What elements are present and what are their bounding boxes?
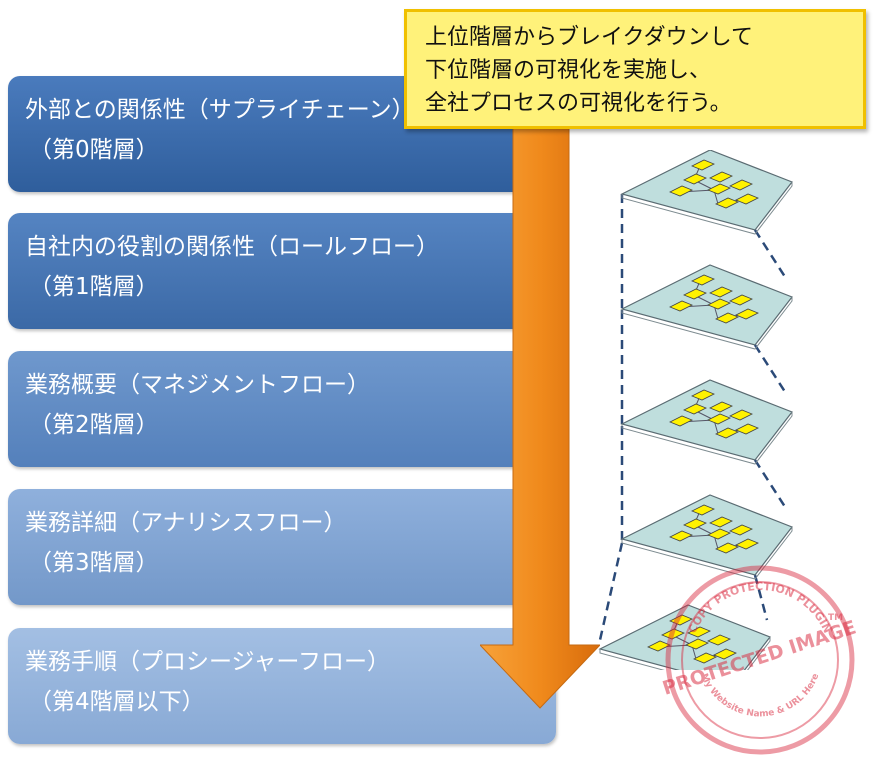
layer-edge	[621, 412, 793, 465]
process-layer	[620, 494, 793, 580]
level-4-subtitle: （第4階層以下）	[29, 689, 205, 715]
flow-node	[683, 288, 707, 300]
flow-node	[683, 518, 707, 530]
arrow-shape	[480, 60, 600, 709]
flow-node	[735, 423, 759, 435]
callout-line-3: 全社プロセスの可視化を行う。	[425, 91, 732, 116]
connector-line	[753, 574, 769, 621]
level-3-title: 業務詳細（アナリシスフロー）	[25, 510, 347, 536]
connector-line	[598, 542, 624, 641]
flow-node	[691, 504, 715, 516]
flow-node	[669, 415, 693, 427]
level-1-subtitle: （第1階層）	[29, 274, 159, 300]
layer-edge	[599, 637, 771, 670]
level-3-subtitle: （第3階層）	[29, 550, 159, 576]
flow-node	[669, 300, 693, 312]
flow-node	[735, 308, 759, 320]
layer-edge	[621, 527, 793, 580]
level-box-4: 業務手順（プロシージャーフロー） （第4階層以下）	[8, 628, 556, 744]
flow-node	[715, 427, 739, 439]
level-4-title: 業務手順（プロシージャーフロー）	[25, 649, 391, 675]
flow-node	[661, 628, 685, 640]
flow-node	[709, 401, 733, 413]
flow-node	[729, 294, 753, 306]
flow-node	[709, 286, 733, 298]
flow-node	[735, 193, 759, 205]
flow-node	[735, 538, 759, 550]
layer-edge	[621, 182, 793, 235]
flow-node	[691, 159, 715, 171]
protected-image-stamp: COPY PROTECTION PLUGIN PROTECTED IMAGE M…	[660, 565, 859, 755]
flow-node	[693, 652, 717, 664]
flow-node	[669, 185, 693, 197]
layer-stack-diagram	[598, 150, 793, 670]
stamp-arc-top-path: COPY PROTECTION PLUGIN	[686, 580, 834, 635]
flow-node	[683, 173, 707, 185]
drill-down-arrow	[480, 60, 600, 709]
callout-box: 上位階層からブレイクダウンして 下位階層の可視化を実施し、 全社プロセスの可視化…	[404, 9, 866, 129]
flow-node	[729, 409, 753, 421]
level-0-title: 外部との関係性（サプライチェーン）	[25, 97, 415, 123]
flow-node	[691, 389, 715, 401]
stamp-outer-ring	[665, 565, 855, 755]
flow-node	[707, 298, 731, 310]
connector-lines	[598, 194, 789, 641]
level-box-1: 自社内の役割の関係性（ロールフロー） （第1階層）	[8, 213, 556, 329]
flow-node	[713, 648, 737, 660]
flow-node	[669, 530, 693, 542]
process-layer	[620, 379, 793, 465]
flow-node	[715, 197, 739, 209]
process-layer	[598, 604, 771, 670]
flow-node	[709, 516, 733, 528]
flow-node	[707, 528, 731, 540]
level-2-subtitle: （第2階層）	[29, 412, 159, 438]
stamp-inner-ring	[681, 581, 839, 739]
connector-line	[753, 229, 789, 281]
flow-node	[669, 614, 693, 626]
flow-node	[687, 626, 711, 638]
level-box-3: 業務詳細（アナリシスフロー） （第3階層）	[8, 489, 556, 605]
connector-line	[753, 344, 789, 396]
callout-line-1: 上位階層からブレイクダウンして	[425, 25, 754, 50]
flow-node	[707, 413, 731, 425]
flow-node	[683, 403, 707, 415]
flow-node	[715, 312, 739, 324]
flow-node	[729, 524, 753, 536]
level-2-title: 業務概要（マネジメントフロー）	[25, 372, 370, 398]
flow-node	[729, 179, 753, 191]
stamp-tm-text: TM	[828, 613, 843, 623]
flow-node	[685, 638, 709, 650]
flow-node	[691, 274, 715, 286]
process-layer	[620, 150, 793, 235]
connector-line	[753, 459, 789, 511]
level-0-subtitle: （第0階層）	[29, 137, 159, 163]
flow-node	[709, 171, 733, 183]
flow-node	[707, 183, 731, 195]
level-1-title: 自社内の役割の関係性（ロールフロー）	[25, 234, 439, 260]
callout-line-2: 下位階層の可視化を実施し、	[425, 58, 712, 83]
flow-node	[707, 634, 731, 646]
level-box-2: 業務概要（マネジメントフロー） （第2階層）	[8, 351, 556, 467]
process-layer	[620, 264, 793, 350]
stamp-arc-top-text: COPY PROTECTION PLUGIN	[686, 580, 834, 635]
layer-edge	[621, 297, 793, 350]
flow-node	[647, 640, 671, 652]
flow-node	[715, 542, 739, 554]
